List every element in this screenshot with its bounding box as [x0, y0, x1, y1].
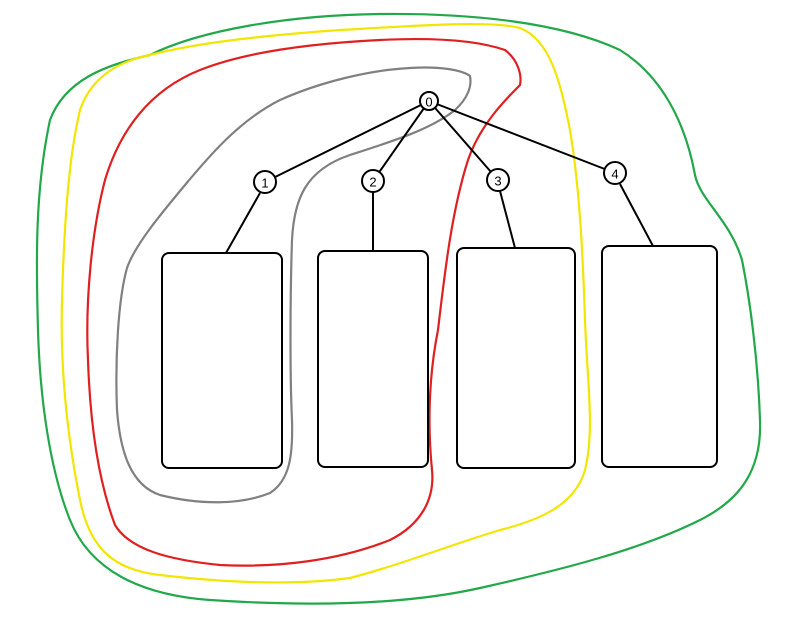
node-circle-3 [486, 168, 510, 192]
node-label-1: 1 [261, 176, 268, 191]
subtree-connector-1 [225, 192, 261, 254]
subtree-box-3 [456, 247, 576, 469]
node-label-4: 4 [611, 167, 618, 182]
subtree-connector-4 [619, 183, 654, 247]
green-grouping-outline [35, 12, 762, 605]
node-label-2: 2 [369, 175, 376, 190]
node-circle-2 [361, 169, 385, 193]
edge-0-1 [264, 100, 430, 183]
yellow-grouping-outline [60, 22, 592, 584]
red-grouping-outline [86, 37, 522, 567]
edge-0-4 [428, 100, 616, 174]
tree-node-1: 1 [253, 170, 277, 194]
tree-node-4: 4 [603, 161, 627, 185]
tree-nodes: 0 1 2 3 4 [253, 91, 627, 194]
subtree-connector-3 [499, 190, 516, 249]
tree-node-2: 2 [361, 169, 385, 193]
tree-node-3: 3 [486, 168, 510, 192]
tree-edges [264, 100, 616, 183]
gray-grouping-outline [115, 66, 472, 504]
node-label-0: 0 [425, 95, 432, 110]
node-label-3: 3 [494, 174, 501, 189]
subtree-boxes [161, 183, 718, 469]
subtree-box-2 [317, 250, 429, 468]
node-circle-4 [603, 161, 627, 185]
edge-0-3 [428, 100, 499, 181]
edge-0-2 [372, 100, 430, 182]
subtree-box-4 [601, 245, 718, 468]
node-circle-1 [253, 170, 277, 194]
node-circle-0 [419, 91, 439, 111]
subtree-box-1 [161, 252, 283, 469]
tree-node-0: 0 [419, 91, 439, 111]
